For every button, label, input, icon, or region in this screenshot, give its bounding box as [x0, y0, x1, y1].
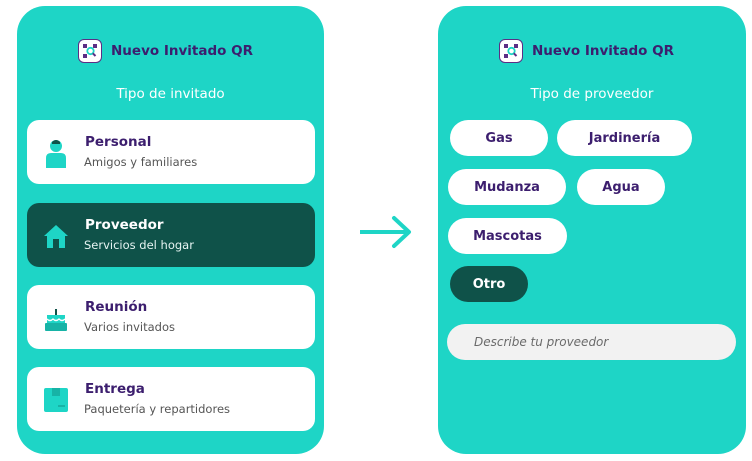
person-icon — [46, 140, 66, 168]
option-description: Amigos y familiares — [84, 155, 198, 169]
cake-icon — [45, 309, 67, 331]
qr-search-icon — [499, 39, 523, 63]
screen-subtitle: Tipo de proveedor — [530, 86, 654, 102]
option-title: Entrega — [85, 381, 145, 397]
chip-otro[interactable]: Otro — [450, 266, 528, 302]
guest-option-personal[interactable]: Personal Amigos y familiares — [27, 120, 315, 184]
option-description: Servicios del hogar — [84, 238, 194, 252]
guest-option-proveedor[interactable]: Proveedor Servicios del hogar — [27, 203, 315, 267]
chip-jardineria[interactable]: Jardinería — [557, 120, 692, 156]
arrow-right-icon — [360, 216, 411, 248]
screen-subtitle: Tipo de invitado — [116, 86, 225, 102]
package-icon — [44, 388, 68, 412]
guest-option-reunion[interactable]: Reunión Varios invitados — [27, 285, 315, 349]
chip-gas[interactable]: Gas — [450, 120, 548, 156]
option-description: Varios invitados — [84, 320, 175, 334]
provider-type-screen: Nuevo Invitado QR Tipo de proveedor Gas … — [438, 6, 746, 454]
app-header: Nuevo Invitado QR — [78, 39, 253, 63]
option-title: Reunión — [85, 299, 148, 315]
chip-agua[interactable]: Agua — [577, 169, 665, 205]
chip-mascotas[interactable]: Mascotas — [448, 218, 567, 254]
app-title: Nuevo Invitado QR — [111, 43, 253, 59]
guest-option-entrega[interactable]: Entrega Paquetería y repartidores — [27, 367, 315, 431]
app-title: Nuevo Invitado QR — [532, 43, 674, 59]
app-header: Nuevo Invitado QR — [499, 39, 674, 63]
option-description: Paquetería y repartidores — [84, 402, 231, 416]
qr-search-icon — [78, 39, 102, 63]
provider-description-input[interactable] — [447, 324, 736, 360]
option-title: Personal — [85, 134, 152, 150]
option-title: Proveedor — [85, 217, 164, 233]
chip-mudanza[interactable]: Mudanza — [448, 169, 566, 205]
guest-type-screen: Nuevo Invitado QR Tipo de invitado Perso… — [17, 6, 324, 454]
house-icon — [44, 225, 68, 248]
